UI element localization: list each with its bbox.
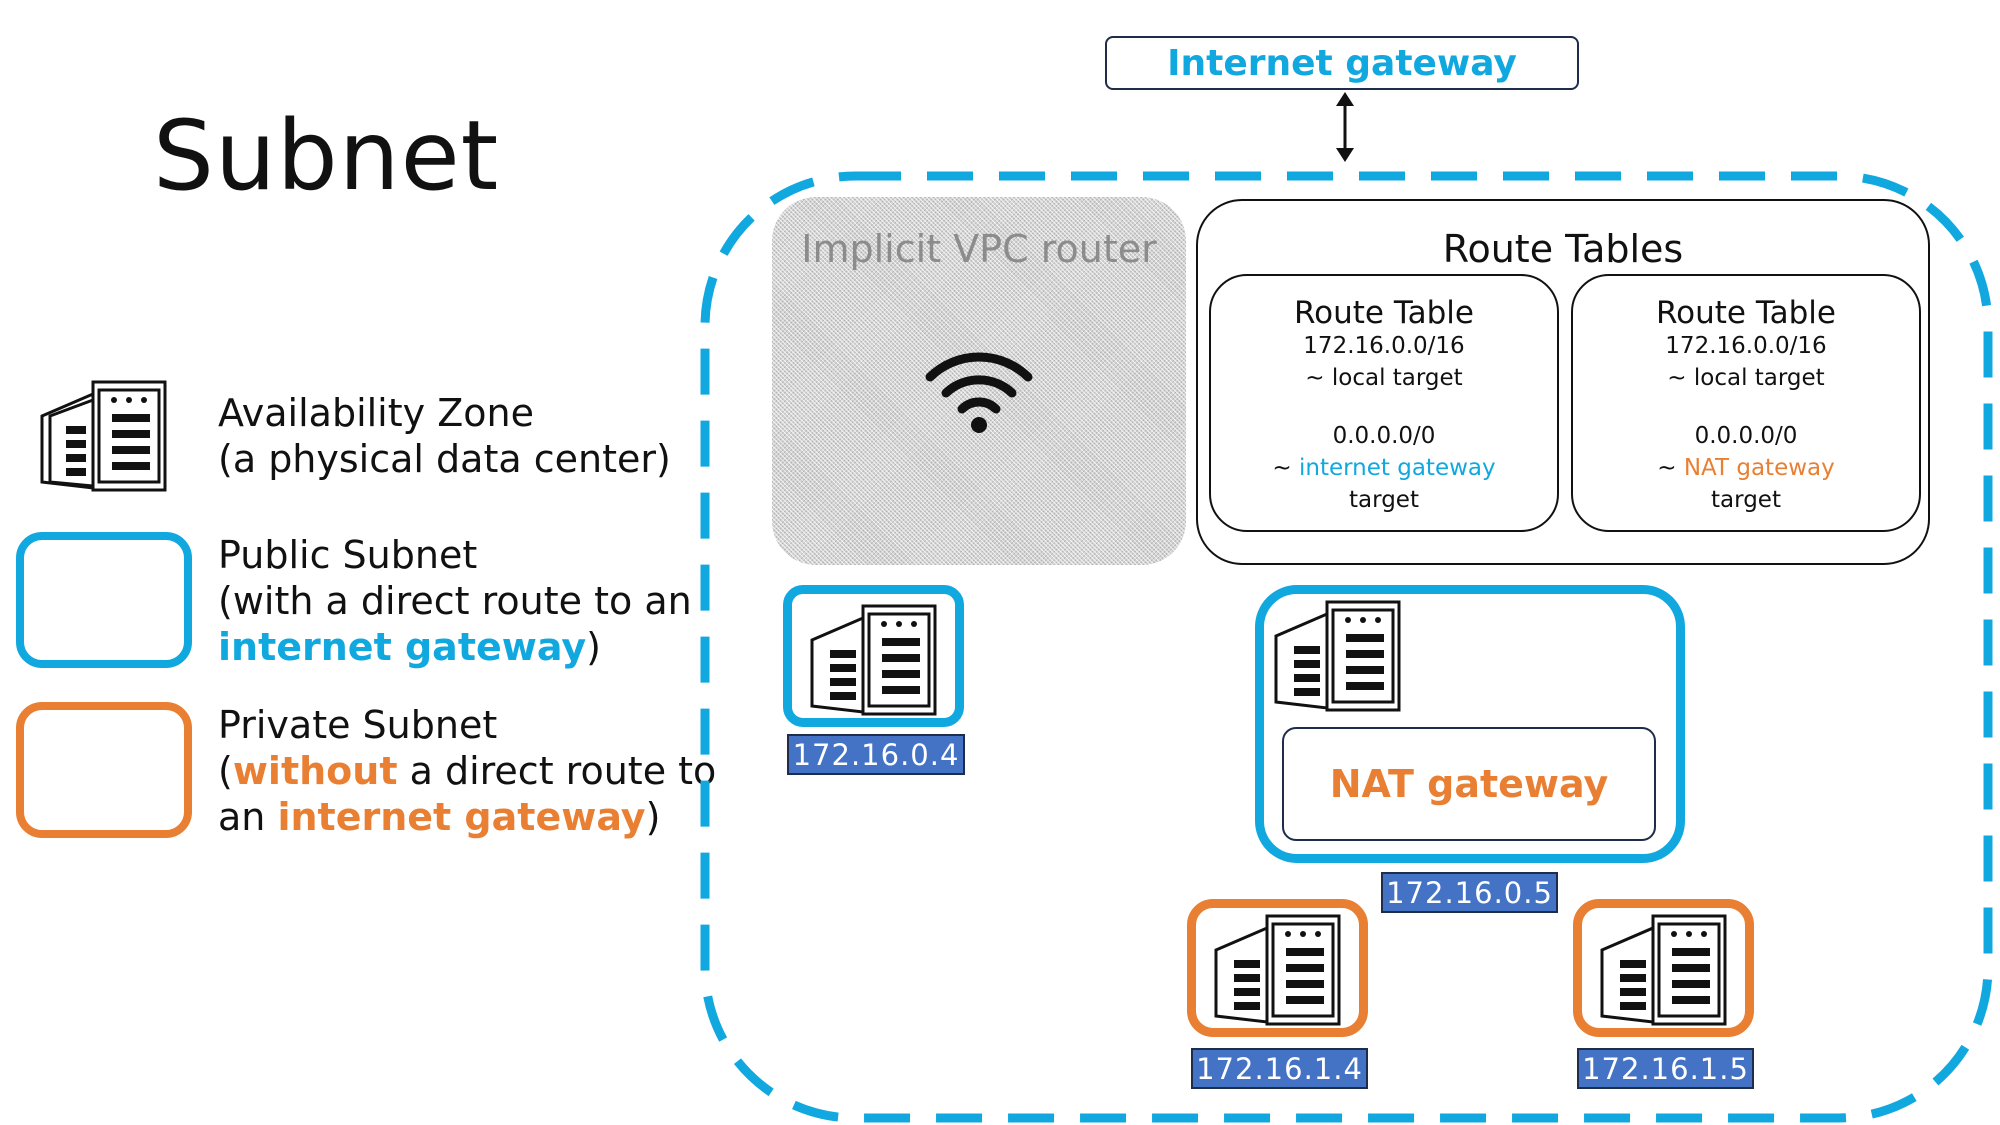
datacenter-icon	[1274, 600, 1401, 712]
route-target-name: internet gateway	[1298, 455, 1496, 481]
legend-private-an: an	[218, 795, 278, 839]
nat-gateway-box[interactable]: NAT gateway	[1282, 727, 1656, 841]
datacenter-icon	[40, 380, 167, 492]
legend-public-line2: (with a direct route to an	[218, 579, 692, 623]
route-target-suffix: target	[1349, 487, 1419, 513]
legend-public-line1: Public Subnet	[218, 533, 478, 577]
route-tables-container: Route Tables	[1196, 199, 1930, 565]
route-tables-title: Route Tables	[1442, 227, 1684, 271]
route-target-suffix: target	[1711, 487, 1781, 513]
route-table-title: Route Table	[1293, 295, 1474, 331]
route-local-cidr: 172.16.0.0/16	[1303, 333, 1465, 359]
route-table-private[interactable]: Route Table 172.16.0.0/16 ~ local target…	[1571, 274, 1921, 532]
route-local-target: ~ local target	[1667, 365, 1825, 391]
page-title: Subnet	[153, 100, 500, 212]
ip-label: 172.16.0.5	[1381, 872, 1558, 913]
route-local-cidr: 172.16.0.0/16	[1665, 333, 1827, 359]
legend-az-text: Availability Zone (a physical data cente…	[218, 390, 671, 482]
legend-private-open: (	[218, 749, 233, 793]
legend-public-text: Public Subnet (with a direct route to an…	[218, 532, 692, 670]
ip-label: 172.16.1.5	[1577, 1048, 1754, 1089]
implicit-vpc-router: Implicit VPC router	[772, 197, 1186, 565]
wifi-icon	[925, 352, 1033, 433]
legend-private-rest: a direct route to	[397, 749, 717, 793]
legend-public-close: )	[586, 625, 601, 669]
datacenter-icon	[1600, 914, 1727, 1026]
legend-private-without: without	[232, 749, 398, 793]
legend-az-line2: (a physical data center)	[218, 437, 671, 481]
private-subnet-instance-2[interactable]	[1573, 899, 1754, 1037]
route-default-cidr: 0.0.0.0/0	[1332, 423, 1436, 449]
public-subnet-instance[interactable]	[783, 585, 964, 727]
private-subnet-instance-1[interactable]	[1187, 899, 1368, 1037]
route-target-name: NAT gateway	[1683, 455, 1835, 481]
ip-label: 172.16.1.4	[1191, 1048, 1368, 1089]
internet-gateway-box[interactable]: Internet gateway	[1105, 36, 1579, 90]
public-subnet-nat[interactable]	[1255, 585, 1685, 863]
legend-az-icon	[38, 378, 172, 498]
route-target-prefix: ~	[1657, 455, 1684, 481]
legend-private-igw: internet gateway	[277, 795, 646, 839]
route-default-cidr: 0.0.0.0/0	[1694, 423, 1798, 449]
legend-private-line1: Private Subnet	[218, 703, 498, 747]
datacenter-icon	[810, 604, 937, 716]
double-arrow-icon	[1336, 92, 1354, 162]
datacenter-icon	[1214, 914, 1341, 1026]
legend-private-swatch	[16, 702, 192, 838]
ip-label: 172.16.0.4	[787, 734, 965, 775]
route-local-target: ~ local target	[1305, 365, 1463, 391]
legend-public-igw: internet gateway	[218, 625, 587, 669]
legend-public-swatch	[16, 532, 192, 668]
legend-private-text: Private Subnet (without a direct route t…	[218, 702, 716, 840]
router-label: Implicit VPC router	[801, 227, 1157, 271]
legend-az-line1: Availability Zone	[218, 391, 534, 435]
legend-private-close: )	[645, 795, 661, 839]
route-table-public[interactable]: Route Table 172.16.0.0/16 ~ local target…	[1209, 274, 1559, 532]
route-table-title: Route Table	[1655, 295, 1836, 331]
route-target-prefix: ~	[1272, 455, 1299, 481]
